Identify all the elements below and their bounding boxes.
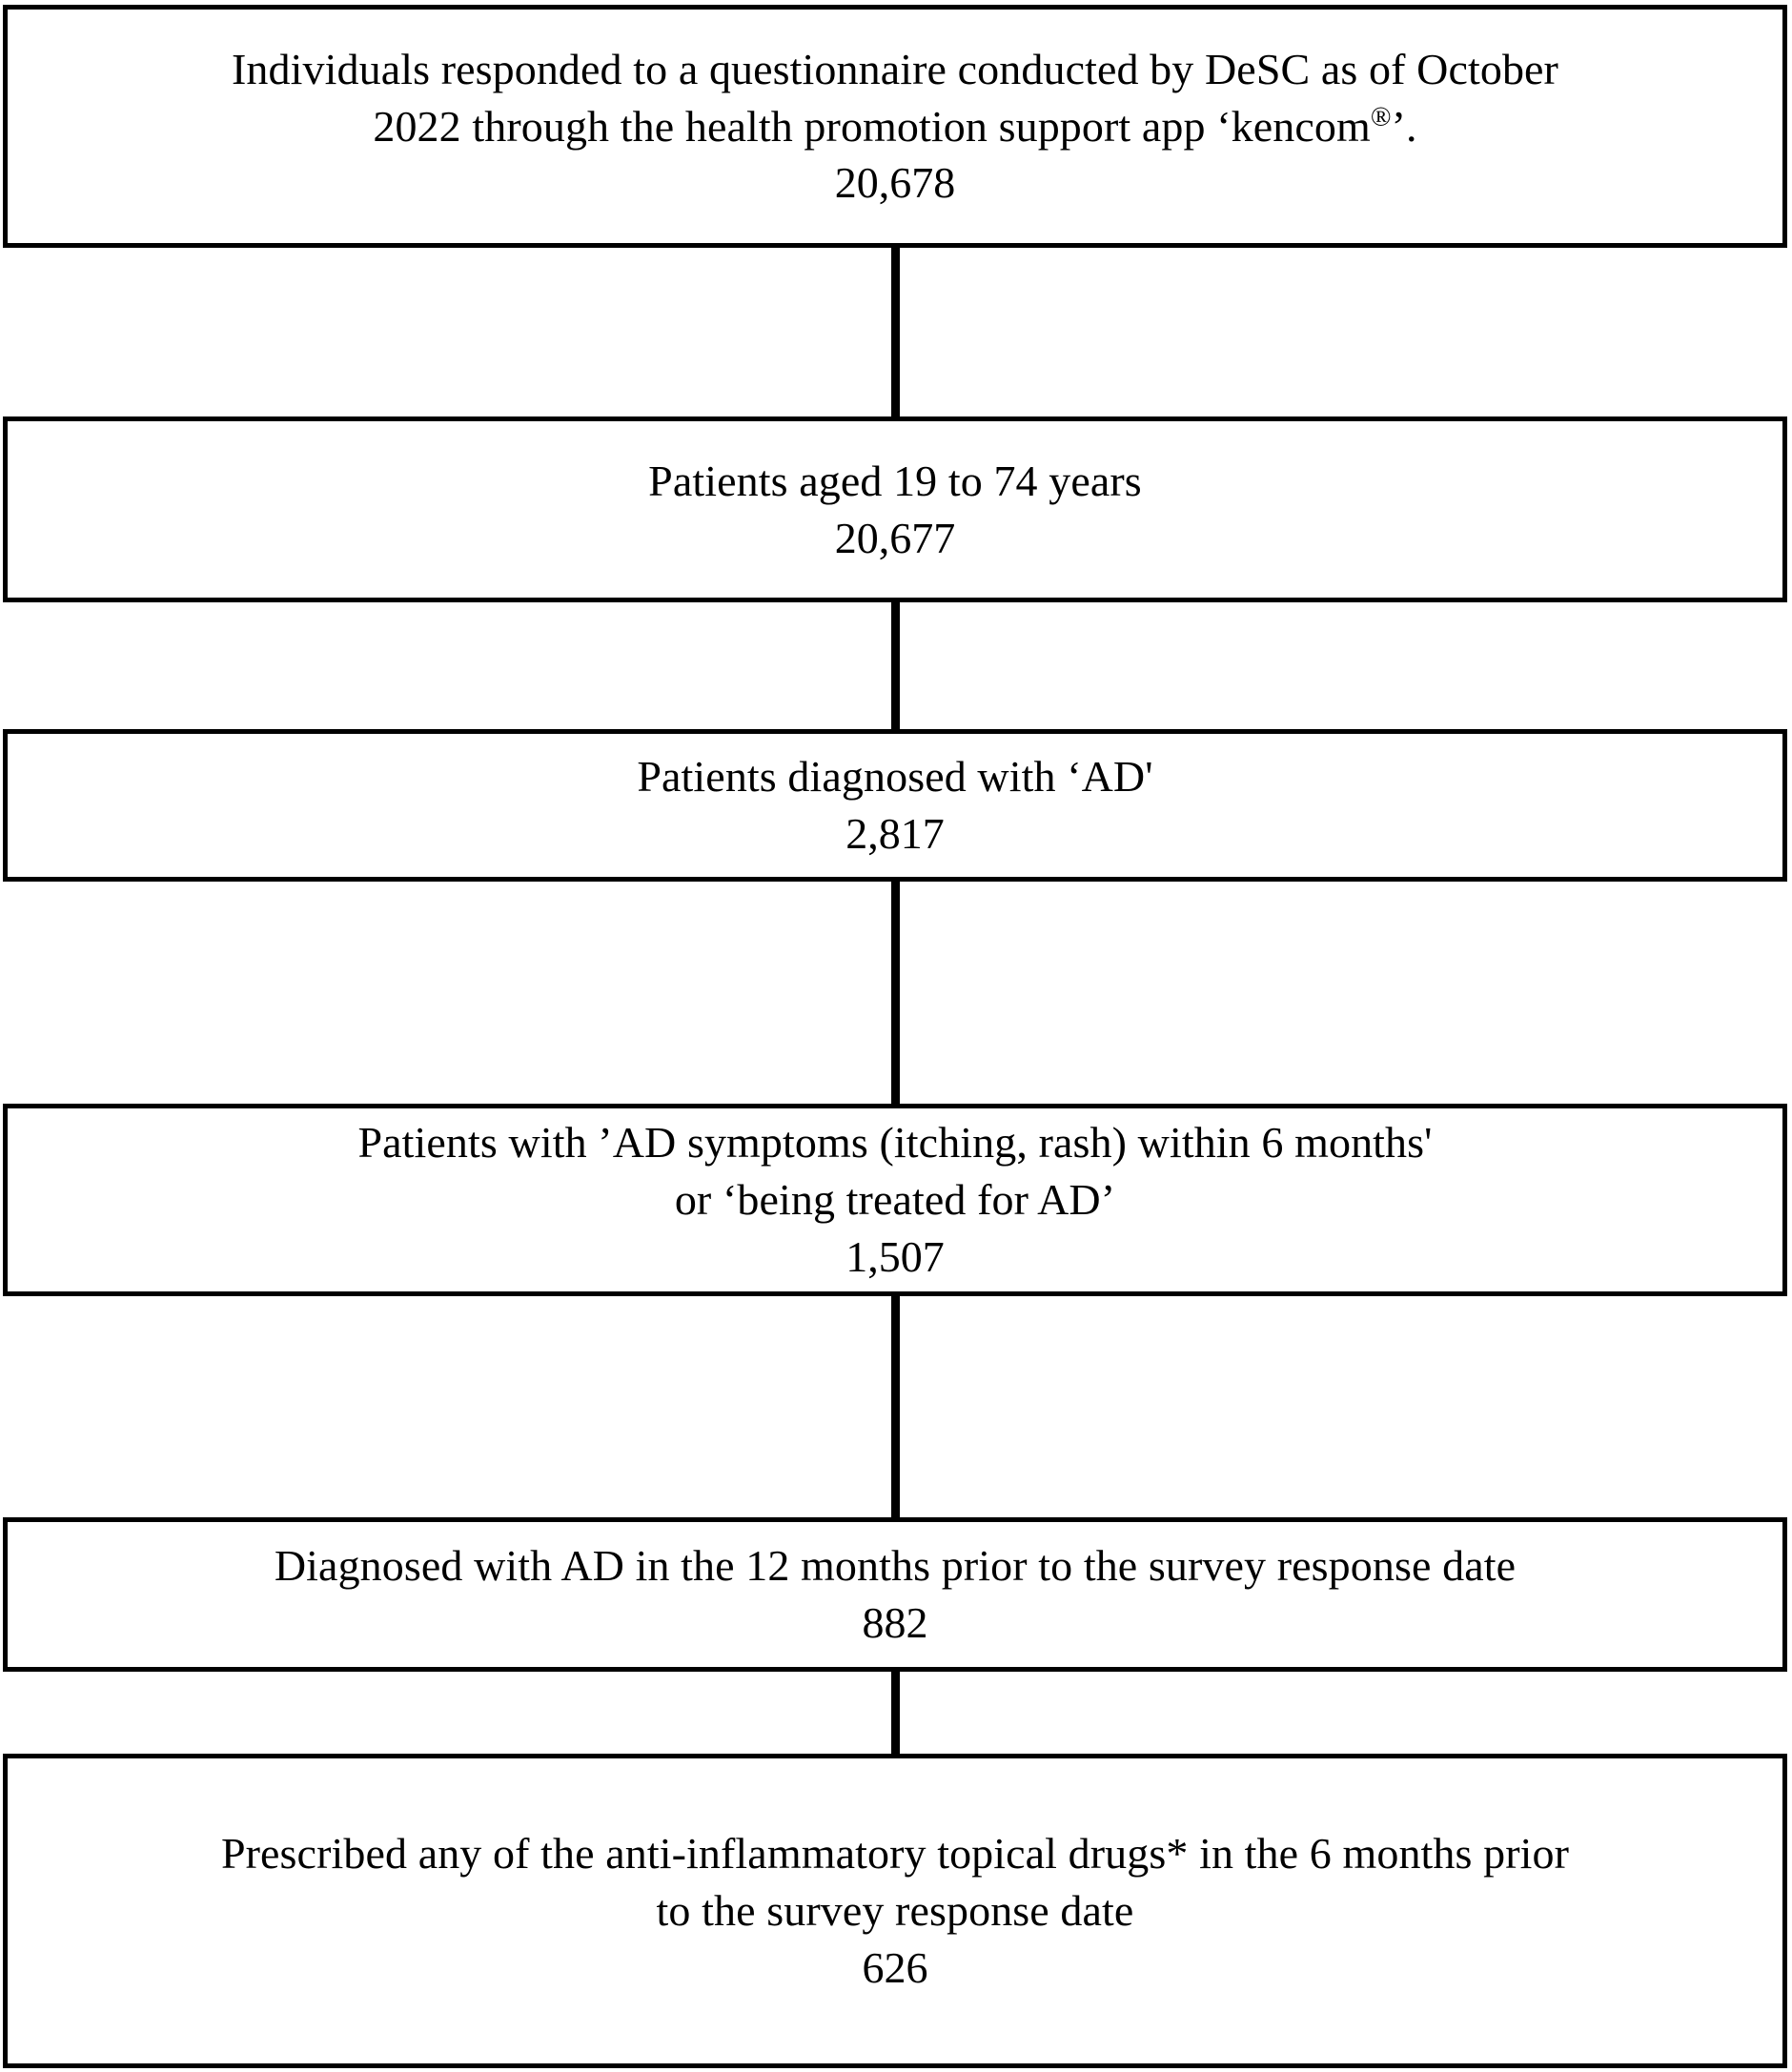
connector-line-3 [891, 880, 900, 1107]
connector-line-4 [891, 1294, 900, 1520]
flow-box-1-line-2-pre: 2022 through the health promotion suppor… [373, 101, 1371, 151]
connector-line-5 [891, 1670, 900, 1757]
connector-line-1 [891, 246, 900, 419]
flow-box-4-line-2: or ‘being treated for AD’ [674, 1175, 1116, 1225]
flow-box-age-range: Patients aged 19 to 74 years 20,677 [3, 416, 1787, 602]
flow-box-6-line-2: to the survey response date [656, 1886, 1134, 1936]
flow-box-4-line-1: Patients with ’AD symptoms (itching, ras… [357, 1118, 1433, 1168]
flow-box-1-line-2: 2022 through the health promotion suppor… [25, 98, 1765, 155]
flow-box-2-count: 20,677 [834, 513, 956, 562]
flow-box-6-count: 626 [862, 1942, 928, 1992]
flow-box-questionnaire-respondents: Individuals responded to a questionnaire… [3, 5, 1787, 248]
flow-box-diagnosed-ad: Patients diagnosed with ‘AD' 2,817 [3, 729, 1787, 882]
flow-box-5-line-1: Diagnosed with AD in the 12 months prior… [274, 1541, 1517, 1591]
flow-box-diagnosed-within-12-months: Diagnosed with AD in the 12 months prior… [3, 1517, 1787, 1672]
flow-box-4-count: 1,507 [845, 1231, 945, 1281]
flow-box-ad-symptoms-or-treated: Patients with ’AD symptoms (itching, ras… [3, 1104, 1787, 1296]
flow-box-1-line-2-post: ’. [1391, 101, 1417, 151]
flow-box-3-line-1: Patients diagnosed with ‘AD' [637, 752, 1153, 802]
flow-box-prescribed-topical-drugs: Prescribed any of the anti-inflammatory … [3, 1754, 1787, 2068]
registered-trademark-icon: ® [1370, 102, 1392, 132]
flow-box-6-line-1: Prescribed any of the anti-inflammatory … [220, 1829, 1570, 1879]
connector-line-2 [891, 600, 900, 732]
flow-box-2-line-1: Patients aged 19 to 74 years [648, 456, 1142, 505]
flow-box-1-line-1: Individuals responded to a questionnaire… [232, 44, 1558, 93]
flow-box-1-count: 20,678 [834, 158, 956, 208]
flow-box-5-count: 882 [862, 1598, 928, 1647]
flow-box-3-count: 2,817 [845, 809, 945, 858]
